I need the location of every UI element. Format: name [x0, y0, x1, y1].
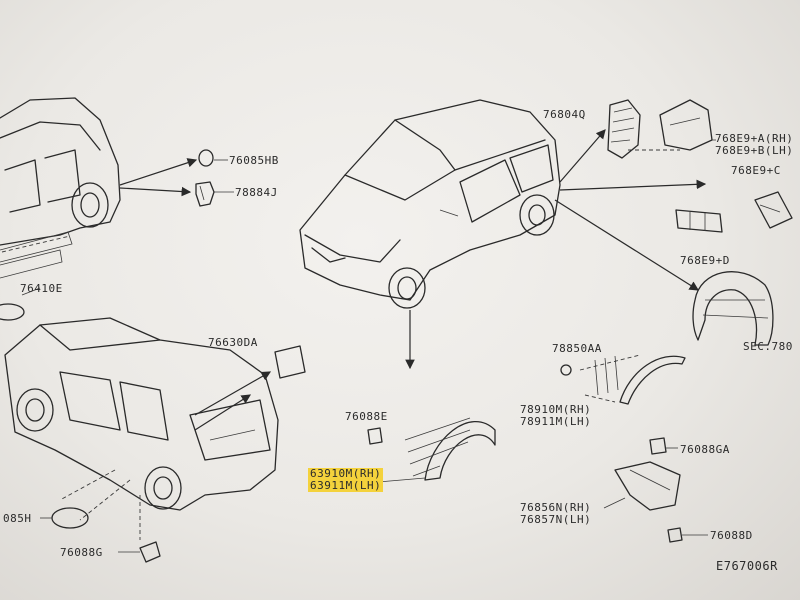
- part-label-78850AA: 78850AA: [552, 342, 602, 355]
- part-label-76088GA: 76088GA: [680, 443, 730, 456]
- part-78884J-shape: [195, 181, 215, 207]
- part-label-76857N: 76857N(LH): [520, 513, 592, 526]
- diagram-code: E767006R: [716, 559, 778, 573]
- part-label-63910M: 63910M(RH): [308, 467, 384, 480]
- part-label-78910M: 78910M(RH): [520, 403, 592, 416]
- part-76088E-shape: [367, 427, 383, 445]
- part-label-76088D: 76088D: [710, 529, 753, 542]
- part-SEC780-wheelhouse-shape: [692, 271, 774, 346]
- part-label-76088G: 76088G: [60, 546, 103, 559]
- part-78910M-shape: [619, 355, 686, 405]
- car-bottom-left-illustration: [4, 317, 279, 511]
- part-label-76804Q: 76804Q: [543, 108, 586, 121]
- part-76804Q-shape: [607, 99, 641, 159]
- part-label-76410E: 76410E: [20, 282, 63, 295]
- part-label-76088E: 76088E: [345, 410, 388, 423]
- part-label-78911M: 78911M(LH): [520, 415, 592, 428]
- part-76088D-shape: [667, 527, 683, 543]
- part-768E9-C-shape: [754, 191, 793, 229]
- part-label-76856N: 76856N(RH): [520, 501, 592, 514]
- car-top-left-illustration: [0, 97, 121, 279]
- part-76088G-shape: [139, 541, 161, 563]
- part-78850AA-shape: [560, 364, 572, 376]
- part-63910M-fender-arch-shape: [404, 417, 496, 481]
- part-label-768E9B: 768E9+B(LH): [715, 144, 794, 157]
- part-085H-shape: [51, 507, 89, 529]
- part-label-085H: 085H: [3, 512, 32, 525]
- part-label-768E9D: 768E9+D: [680, 254, 730, 267]
- part-label-76085HB: 76085HB: [229, 154, 279, 167]
- part-label-63911M: 63911M(LH): [308, 479, 384, 492]
- part-768E9-D-shape: [675, 209, 723, 233]
- car-center-illustration: [299, 99, 561, 309]
- part-76856N-mudguard-shape: [614, 461, 681, 511]
- part-label-768E9A: 768E9+A(RH): [715, 132, 794, 145]
- part-label-78884J: 78884J: [235, 186, 278, 199]
- part-label-768E9C: 768E9+C: [731, 164, 781, 177]
- part-76088GA-shape: [649, 437, 667, 455]
- part-label-SEC780: SEC.780: [743, 340, 793, 353]
- part-768E9-A-B-shape: [659, 99, 713, 151]
- part-label-76630DA: 76630DA: [208, 336, 258, 349]
- part-76630DA-shape: [274, 345, 306, 379]
- part-76410E-shape: [0, 287, 41, 321]
- part-76085HB-shape: [198, 149, 214, 167]
